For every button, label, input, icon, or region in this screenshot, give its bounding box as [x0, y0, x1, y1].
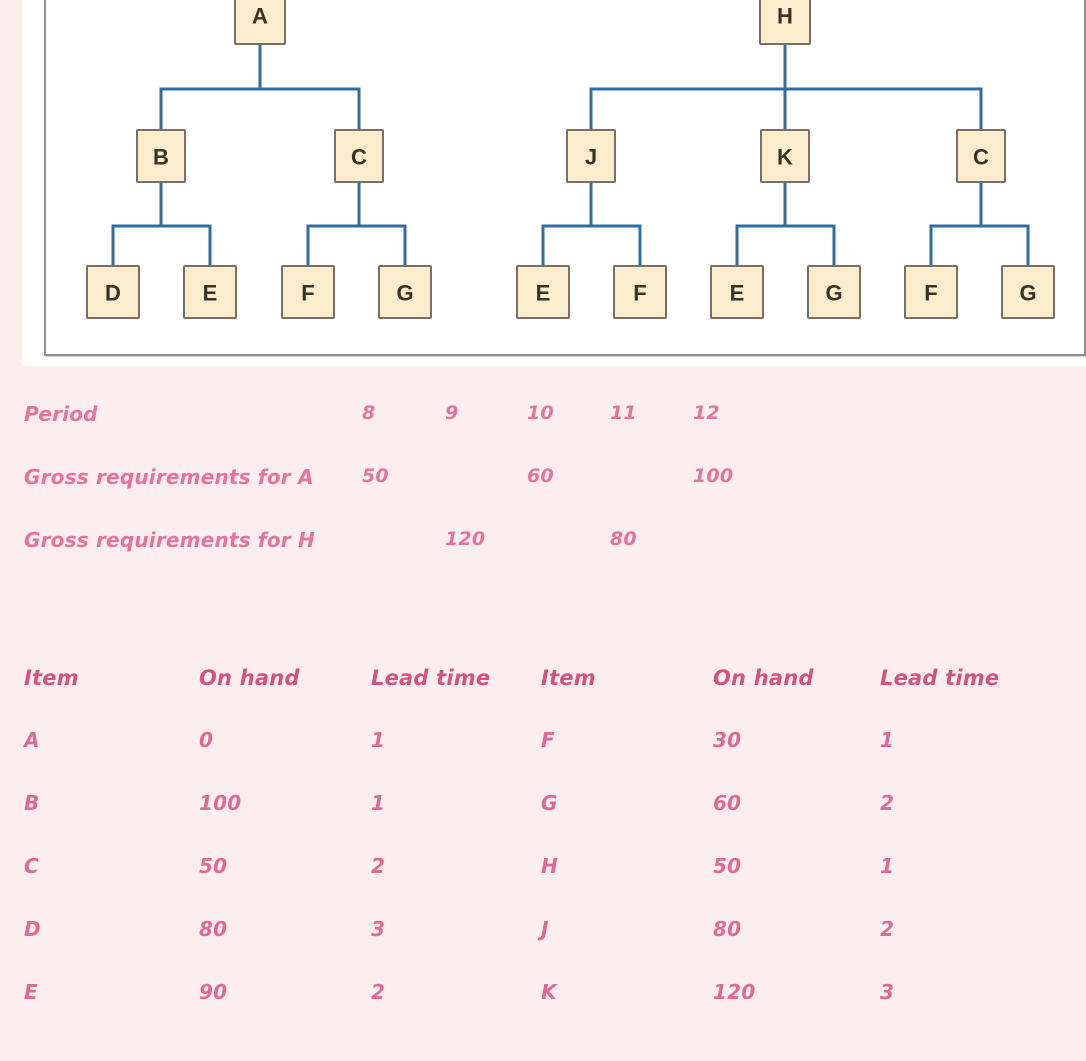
node-f-1[interactable]: F: [281, 265, 335, 319]
node-e-2[interactable]: E: [516, 265, 570, 319]
node-e-3[interactable]: E: [710, 265, 764, 319]
row-1-leadtime-right: 2: [880, 791, 895, 815]
period-col-9: 9: [445, 402, 459, 424]
row-3-item-left: D: [24, 917, 41, 941]
row-4-onhand-right: 120: [713, 980, 756, 1004]
table-row: C 50 2 H 50 1: [0, 854, 1086, 888]
node-f-2-label: F: [633, 281, 646, 306]
node-g-1-label: G: [396, 281, 413, 306]
bom-diagram-svg: A B C D E: [86, 0, 1055, 319]
node-c-left[interactable]: C: [334, 129, 384, 183]
row-3-onhand-left: 80: [199, 917, 228, 941]
node-c-right-label: C: [973, 145, 989, 170]
row-4-leadtime-right: 3: [880, 980, 895, 1004]
period-col-8: 8: [362, 402, 376, 424]
node-c-left-label: C: [351, 145, 367, 170]
node-h-label: H: [777, 4, 793, 29]
gross-requirements-h-label: Gross requirements for H: [24, 528, 315, 552]
node-e-3-label: E: [730, 281, 745, 306]
row-2-onhand-right: 50: [713, 854, 742, 878]
row-3-item-right: J: [541, 917, 549, 941]
node-e-2-label: E: [536, 281, 551, 306]
node-h[interactable]: H: [759, 0, 811, 45]
tree-a: A B C D E: [86, 0, 432, 319]
row-0-leadtime-right: 1: [880, 728, 895, 752]
row-0-leadtime-left: 1: [371, 728, 386, 752]
row-0-item-right: F: [541, 728, 555, 752]
table-row: E 90 2 K 120 3: [0, 980, 1086, 1014]
table-row: A 0 1 F 30 1: [0, 728, 1086, 762]
gross-requirements-a-row: Gross requirements for A 50 60 100: [0, 465, 1086, 495]
node-g-3[interactable]: G: [1001, 265, 1055, 319]
row-1-onhand-right: 60: [713, 791, 742, 815]
row-3-onhand-right: 80: [713, 917, 742, 941]
node-e-1[interactable]: E: [183, 265, 237, 319]
row-2-item-right: H: [541, 854, 558, 878]
node-d-label: D: [105, 281, 121, 306]
node-b[interactable]: B: [136, 129, 186, 183]
period-row-label: Period: [24, 402, 98, 426]
table-row: D 80 3 J 80 2: [0, 917, 1086, 951]
bom-diagram-card: A B C D E: [22, 0, 1086, 366]
node-b-label: B: [153, 145, 169, 170]
row-4-item-right: K: [541, 980, 557, 1004]
gross-requirements-a-label: Gross requirements for A: [24, 465, 314, 489]
node-f-1-label: F: [301, 281, 314, 306]
row-2-leadtime-right: 1: [880, 854, 895, 878]
row-4-leadtime-left: 2: [371, 980, 386, 1004]
period-col-10: 10: [527, 402, 554, 424]
header-item-right: Item: [541, 666, 596, 690]
header-on-hand-right: On hand: [713, 666, 814, 690]
table-row: B 100 1 G 60 2: [0, 791, 1086, 825]
row-1-leadtime-left: 1: [371, 791, 386, 815]
node-g-3-label: G: [1019, 281, 1036, 306]
node-g-1[interactable]: G: [378, 265, 432, 319]
tree-h: H J K C E: [516, 0, 1055, 319]
row-1-onhand-left: 100: [199, 791, 242, 815]
row-1-item-left: B: [24, 791, 40, 815]
gross-requirements-h-row: Gross requirements for H 120 80: [0, 528, 1086, 558]
items-header-row: Item On hand Lead time Item On hand Lead…: [0, 666, 1086, 700]
row-0-onhand-right: 30: [713, 728, 742, 752]
node-f-3[interactable]: F: [904, 265, 958, 319]
node-a-label: A: [252, 4, 268, 29]
header-on-hand-left: On hand: [199, 666, 300, 690]
node-g-2[interactable]: G: [807, 265, 861, 319]
header-lead-time-right: Lead time: [880, 666, 1000, 690]
gross-h-p9: 120: [445, 528, 486, 550]
row-1-item-right: G: [541, 791, 558, 815]
node-f-3-label: F: [924, 281, 937, 306]
row-4-onhand-left: 90: [199, 980, 228, 1004]
node-a[interactable]: A: [234, 0, 286, 45]
row-2-item-left: C: [24, 854, 39, 878]
row-2-leadtime-left: 2: [371, 854, 386, 878]
node-j[interactable]: J: [566, 129, 616, 183]
gross-h-p11: 80: [610, 528, 637, 550]
bom-diagram-frame: A B C D E: [44, 0, 1086, 356]
header-lead-time-left: Lead time: [371, 666, 491, 690]
period-header-row: Period 8 9 10 11 12: [0, 402, 1086, 432]
row-3-leadtime-right: 2: [880, 917, 895, 941]
gross-a-p10: 60: [527, 465, 554, 487]
gross-a-p12: 100: [693, 465, 734, 487]
node-f-2[interactable]: F: [613, 265, 667, 319]
node-g-2-label: G: [825, 281, 842, 306]
row-0-onhand-left: 0: [199, 728, 214, 752]
node-e-1-label: E: [203, 281, 218, 306]
header-item-left: Item: [24, 666, 79, 690]
row-0-item-left: A: [24, 728, 40, 752]
node-k[interactable]: K: [760, 129, 810, 183]
node-k-label: K: [777, 145, 793, 170]
period-col-12: 12: [693, 402, 720, 424]
gross-a-p8: 50: [362, 465, 389, 487]
node-c-right[interactable]: C: [956, 129, 1006, 183]
node-d[interactable]: D: [86, 265, 140, 319]
period-col-11: 11: [610, 402, 637, 424]
node-j-label: J: [585, 145, 597, 170]
row-2-onhand-left: 50: [199, 854, 228, 878]
row-3-leadtime-left: 3: [371, 917, 386, 941]
row-4-item-left: E: [24, 980, 38, 1004]
